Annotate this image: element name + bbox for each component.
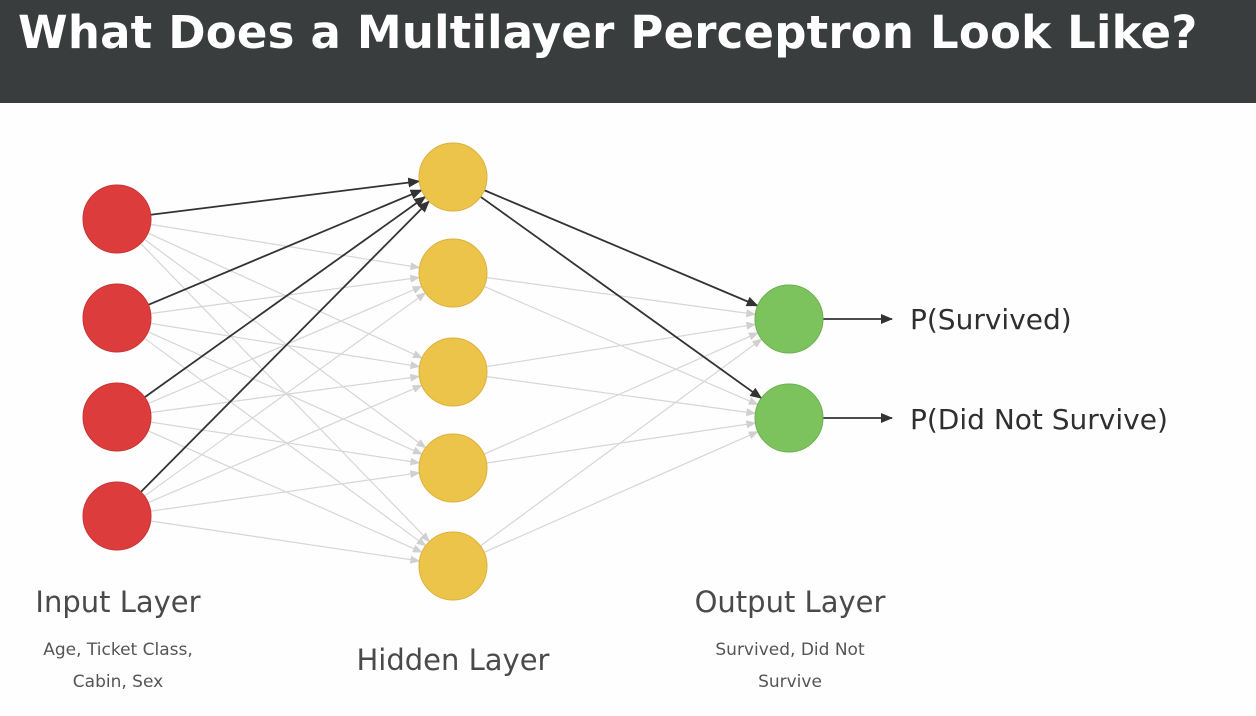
connection-edge bbox=[143, 238, 427, 449]
input-node bbox=[82, 184, 152, 254]
input-layer-description-line: Cabin, Sex bbox=[72, 672, 164, 692]
connection-edge bbox=[483, 332, 759, 455]
hidden-node bbox=[418, 337, 488, 407]
hidden-layer-title: Hidden Layer bbox=[356, 643, 550, 677]
connection-edge bbox=[148, 384, 423, 504]
output-label-did-not-survive: P(Did Not Survive) bbox=[910, 403, 1168, 436]
connection-edge bbox=[150, 274, 421, 315]
connection-edge bbox=[486, 277, 757, 318]
connection-edge bbox=[144, 196, 427, 398]
output-layer-description: Survived, Did Not Survive bbox=[680, 634, 900, 698]
input-node bbox=[82, 382, 152, 452]
input-node bbox=[82, 481, 152, 551]
hidden-node bbox=[418, 433, 488, 503]
connection-edge bbox=[148, 285, 423, 405]
connection-edge bbox=[480, 196, 763, 399]
output-layer-description-line: Survived, Did Not bbox=[715, 640, 865, 660]
output-arrows bbox=[823, 314, 893, 423]
neuron-nodes bbox=[82, 142, 824, 601]
connection-edge bbox=[140, 200, 430, 493]
output-layer-description-line: Survive bbox=[758, 672, 822, 692]
hidden-node bbox=[418, 142, 488, 212]
input-layer-description-line: Age, Ticket Class, bbox=[43, 640, 193, 660]
input-node bbox=[82, 283, 152, 353]
connection-edge bbox=[147, 331, 423, 455]
connection-edge bbox=[150, 223, 421, 271]
input-layer-description: Age, Ticket Class, Cabin, Sex bbox=[18, 634, 218, 698]
connection-edge bbox=[483, 431, 759, 553]
connection-edge bbox=[483, 189, 759, 307]
connection-edge bbox=[486, 321, 757, 368]
hidden-node bbox=[418, 531, 488, 601]
title-bar: What Does a Multilayer Perceptron Look L… bbox=[0, 0, 1256, 103]
connection-edge bbox=[150, 520, 421, 564]
output-node bbox=[754, 383, 824, 453]
connection-edge bbox=[150, 470, 421, 512]
connection-edge bbox=[150, 421, 421, 466]
connection-edge bbox=[480, 338, 763, 547]
connection-edge bbox=[144, 292, 427, 497]
output-node bbox=[754, 284, 824, 354]
connection-edge bbox=[150, 177, 421, 216]
input-layer-title: Input Layer bbox=[35, 585, 201, 619]
highlighted-connections bbox=[140, 177, 763, 493]
faint-connections bbox=[140, 223, 763, 564]
slide-title: What Does a Multilayer Perceptron Look L… bbox=[18, 6, 1198, 59]
connection-edge bbox=[148, 189, 423, 306]
output-layer-title: Output Layer bbox=[694, 585, 886, 619]
output-label-survived: P(Survived) bbox=[910, 303, 1072, 336]
connection-edge bbox=[486, 376, 757, 417]
hidden-node bbox=[418, 238, 488, 308]
